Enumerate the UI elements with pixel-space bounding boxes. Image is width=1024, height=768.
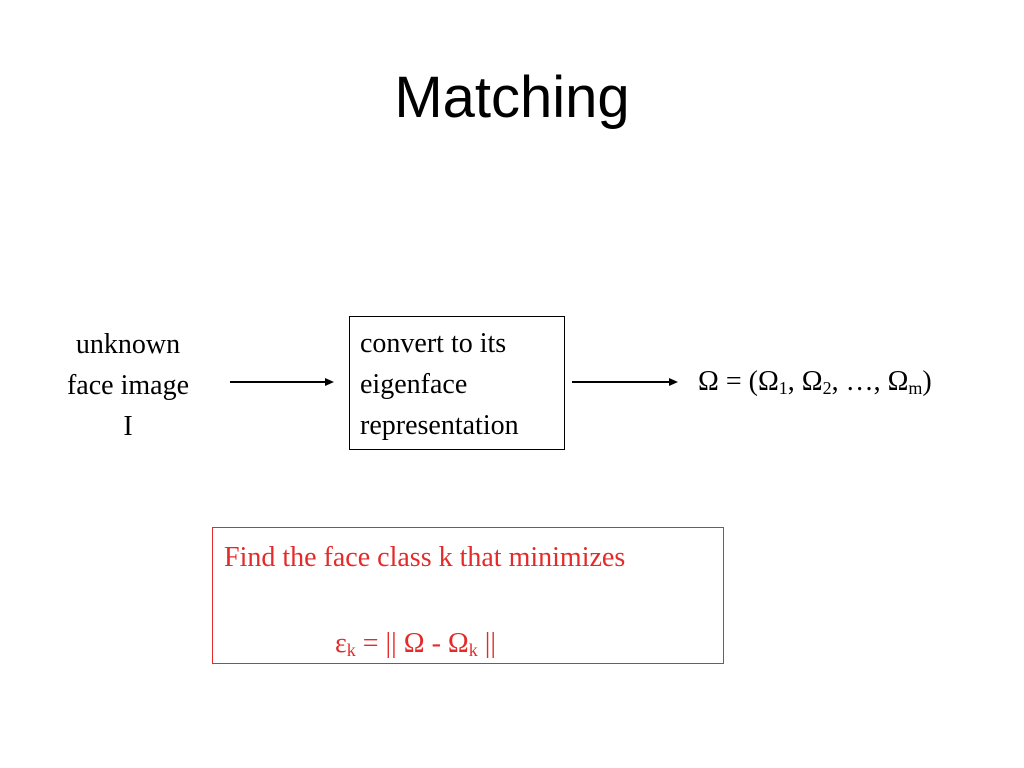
criterion-box: Find the face class k that minimizes εk …	[212, 527, 724, 664]
criterion-text: Find the face class k that minimizes	[224, 542, 626, 573]
formula-text: ||	[477, 628, 496, 659]
omega-symbol: Ω	[801, 366, 823, 397]
epsilon-symbol: ε	[335, 628, 347, 659]
arrow-right-icon	[230, 376, 334, 388]
omega-symbol: Ω	[698, 366, 719, 397]
omega-symbol: Ω	[757, 366, 779, 397]
arrow-head	[669, 378, 678, 386]
subscript: k	[346, 640, 356, 660]
formula-text: = || Ω -	[355, 628, 448, 659]
arrow-shaft	[230, 381, 326, 383]
omega-symbol: Ω	[887, 366, 909, 397]
omega-symbol: Ω	[447, 628, 469, 659]
arrow-right-icon	[572, 376, 678, 388]
subscript: m	[908, 378, 923, 398]
slide-title: Matching	[394, 65, 630, 130]
process-line: eigenface	[360, 369, 468, 400]
subscript: k	[468, 640, 478, 660]
input-label: unknown face image I	[40, 324, 216, 447]
formula-text: , …,	[831, 366, 888, 397]
arrow-shaft	[572, 381, 670, 383]
weight-vector-formula: Ω = (Ω1, Ω2, …, Ωm)	[698, 362, 932, 402]
formula-text: = (	[718, 366, 758, 397]
formula-text: )	[922, 366, 932, 397]
eigenface-conversion-box: convert to its eigenface representation	[349, 316, 565, 450]
process-line: convert to its	[360, 328, 507, 359]
arrow-head	[325, 378, 334, 386]
subscript: 1	[778, 378, 788, 398]
process-line: representation	[360, 410, 519, 441]
subscript: 2	[822, 378, 832, 398]
distance-formula: εk = || Ω - Ωk ||	[335, 624, 496, 664]
input-label-line: face image	[66, 370, 190, 401]
input-label-line: unknown	[75, 329, 181, 360]
input-label-line: I	[123, 411, 133, 442]
formula-text: ,	[787, 366, 802, 397]
